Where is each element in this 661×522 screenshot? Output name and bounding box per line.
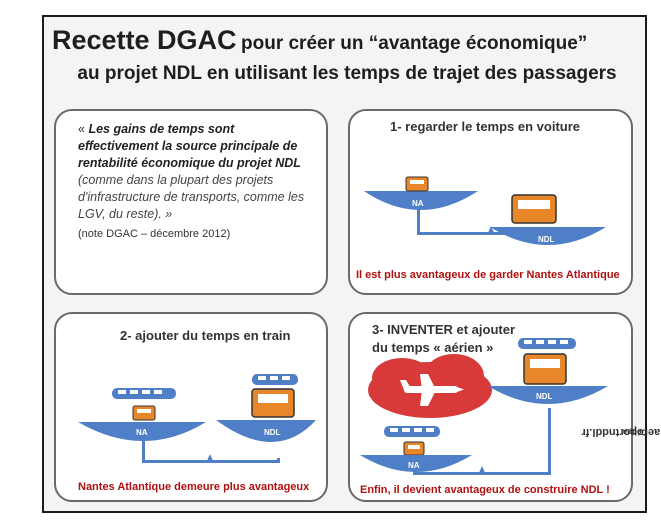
credit-text: Cébpa www.aeroportnddl.fr bbox=[581, 426, 661, 438]
quote-panel: « Les gains de temps sont effectivement … bbox=[54, 109, 328, 295]
title-line-1: Recette DGAC pour créer un “avantage éco… bbox=[52, 25, 642, 56]
panel2-balance-scene bbox=[78, 374, 316, 463]
left-pan-post bbox=[417, 208, 420, 234]
quote-open: « bbox=[78, 122, 89, 136]
panel2-caption: Nantes Atlantique demeure plus avantageu… bbox=[78, 481, 310, 493]
quote-text: « Les gains de temps sont effectivement … bbox=[56, 111, 326, 243]
panel1-right-pan-label: NDL bbox=[538, 235, 555, 244]
panel1-heading: 1- regarder le temps en voiture bbox=[390, 119, 581, 134]
credit-site: www.aeroportnddl.fr bbox=[581, 426, 661, 438]
panel-air-time: 3- INVENTER et ajouter du temps « aérien… bbox=[348, 312, 633, 502]
train-icon-right-top bbox=[518, 338, 576, 349]
left-scale-pan bbox=[360, 455, 472, 472]
panel-car-time: 1- regarder le temps en voiture NA NDL I… bbox=[348, 109, 633, 295]
right-scale-pan bbox=[488, 386, 608, 404]
panel2-left-pan-label: NA bbox=[136, 428, 148, 437]
panel3-heading-line2: du temps « aérien » bbox=[372, 340, 494, 355]
large-car-icon bbox=[511, 194, 557, 224]
title-subtitle: pour créer un “avantage économique” bbox=[241, 33, 588, 54]
large-car-icon bbox=[523, 353, 567, 385]
fulcrum bbox=[206, 454, 214, 463]
credit-vertical: Cébpa www.aeroportnddl.fr bbox=[581, 342, 661, 522]
panel2-heading: 2- ajouter du temps en train bbox=[120, 328, 291, 343]
quote-source: (note DGAC – décembre 2012) bbox=[78, 228, 231, 240]
title-main: Recette DGAC bbox=[52, 25, 237, 55]
panel3-right-pan-label: NDL bbox=[536, 392, 553, 401]
panel1-balance-scene bbox=[364, 176, 606, 245]
panel3-heading-line1: 3- INVENTER et ajouter bbox=[372, 322, 516, 337]
small-car-icon bbox=[132, 405, 156, 421]
panel3-balance-scene bbox=[360, 338, 608, 475]
quote-bold: Les gains de temps sont effectivement la… bbox=[78, 122, 301, 170]
large-car-icon bbox=[251, 388, 295, 418]
left-scale-pan bbox=[78, 422, 206, 441]
airplane-icon bbox=[400, 374, 464, 406]
small-car-icon bbox=[405, 176, 429, 192]
fulcrum bbox=[478, 466, 486, 475]
left-scale-pan bbox=[364, 191, 478, 210]
infographic-frame: Recette DGAC pour créer un “avantage éco… bbox=[42, 15, 661, 513]
panel1-caption: Il est plus avantageux de garder Nantes … bbox=[356, 269, 620, 281]
fulcrum bbox=[487, 226, 495, 235]
left-pan-post bbox=[142, 440, 145, 462]
small-car-icon bbox=[403, 441, 425, 456]
panel-train-time: 2- ajouter du temps en train bbox=[54, 312, 328, 502]
train-icon-left bbox=[112, 388, 176, 399]
right-pan-post bbox=[548, 408, 551, 474]
right-scale-pan bbox=[216, 420, 316, 442]
train-icon-right bbox=[252, 374, 298, 385]
quote-italic: (comme dans la plupart des projets d'inf… bbox=[78, 173, 305, 221]
train-icon-left bbox=[384, 426, 440, 437]
right-scale-pan bbox=[490, 227, 606, 245]
panel3-left-pan-label: NA bbox=[408, 461, 420, 470]
panel3-caption: Enfin, il devient avantageux de construi… bbox=[360, 484, 610, 496]
panel2-right-pan-label: NDL bbox=[264, 428, 281, 437]
panel1-left-pan-label: NA bbox=[412, 199, 424, 208]
title-line-2: au projet NDL en utilisant les temps de … bbox=[77, 63, 617, 84]
